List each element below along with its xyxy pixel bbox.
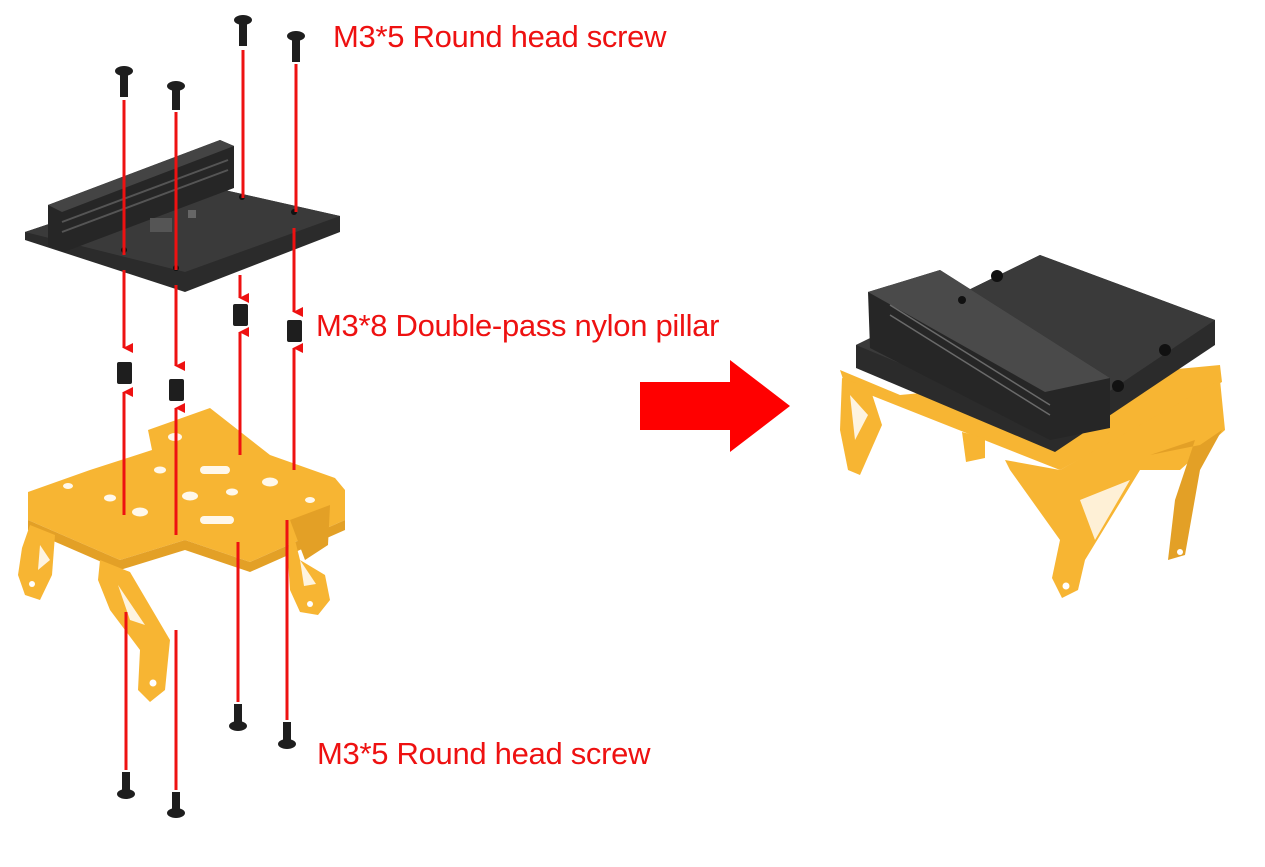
- top-screw-label: M3*5 Round head screw: [333, 20, 666, 54]
- screw-icon: [117, 704, 296, 818]
- nylon-pillar-label: M3*8 Double-pass nylon pillar: [316, 309, 719, 343]
- assembled-module-icon: [840, 255, 1225, 598]
- nylon-pillar-icon: [117, 304, 302, 401]
- screw-icon: [115, 15, 305, 110]
- bottom-screw-label: M3*5 Round head screw: [317, 737, 650, 771]
- yellow-bracket-icon: [18, 408, 345, 702]
- arrow-right-icon: [640, 360, 790, 452]
